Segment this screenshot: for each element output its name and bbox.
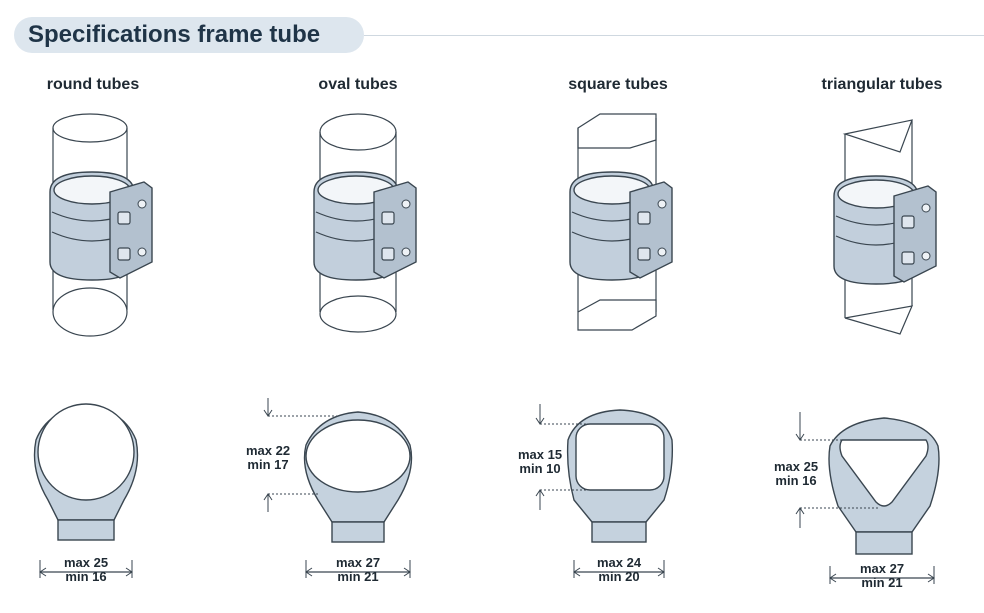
oval-height-dimension: max 22 min 17 bbox=[246, 444, 290, 472]
square-cross-section bbox=[535, 404, 674, 578]
square-tube-illustration bbox=[569, 113, 673, 331]
oval-width-max: max 27 bbox=[335, 555, 381, 570]
oval-height-max: max 22 bbox=[245, 443, 291, 458]
triangular-height-min: min 16 bbox=[775, 473, 817, 488]
triangular-width-dimension: max 27 min 21 bbox=[860, 562, 904, 590]
label-round-tubes: round tubes bbox=[46, 76, 140, 93]
title-pill: Specifications frame tube bbox=[14, 17, 364, 53]
square-height-min: min 10 bbox=[519, 461, 561, 476]
square-width-dimension: max 24 min 20 bbox=[597, 556, 641, 584]
triangular-tube-illustration bbox=[833, 119, 937, 335]
square-width-min: min 20 bbox=[598, 569, 640, 584]
triangular-width-min: min 21 bbox=[861, 575, 903, 590]
header-divider bbox=[364, 35, 984, 36]
round-tube-illustration bbox=[49, 113, 153, 337]
label-triangular-tubes: triangular tubes bbox=[821, 76, 943, 93]
triangular-height-max: max 25 bbox=[773, 459, 819, 474]
square-width-max: max 24 bbox=[596, 555, 642, 570]
oval-width-min: min 21 bbox=[337, 569, 379, 584]
label-oval-tubes: oval tubes bbox=[318, 76, 398, 93]
round-width-dimension: max 25 min 16 bbox=[64, 556, 108, 584]
oval-width-dimension: max 27 min 21 bbox=[336, 556, 380, 584]
triangular-width-max: max 27 bbox=[859, 561, 905, 576]
square-height-dimension: max 15 min 10 bbox=[518, 448, 562, 476]
triangular-cross-section bbox=[795, 412, 940, 584]
label-square-tubes: square tubes bbox=[568, 76, 668, 93]
oval-height-min: min 17 bbox=[247, 457, 289, 472]
oval-tube-illustration bbox=[313, 113, 417, 333]
square-height-max: max 15 bbox=[517, 447, 563, 462]
round-cross-section bbox=[33, 403, 139, 578]
round-width-max: max 25 bbox=[63, 555, 109, 570]
oval-cross-section bbox=[263, 398, 413, 578]
triangular-height-dimension: max 25 min 16 bbox=[774, 460, 818, 488]
page-title: Specifications frame tube bbox=[28, 21, 321, 48]
round-width-min: min 16 bbox=[65, 569, 107, 584]
